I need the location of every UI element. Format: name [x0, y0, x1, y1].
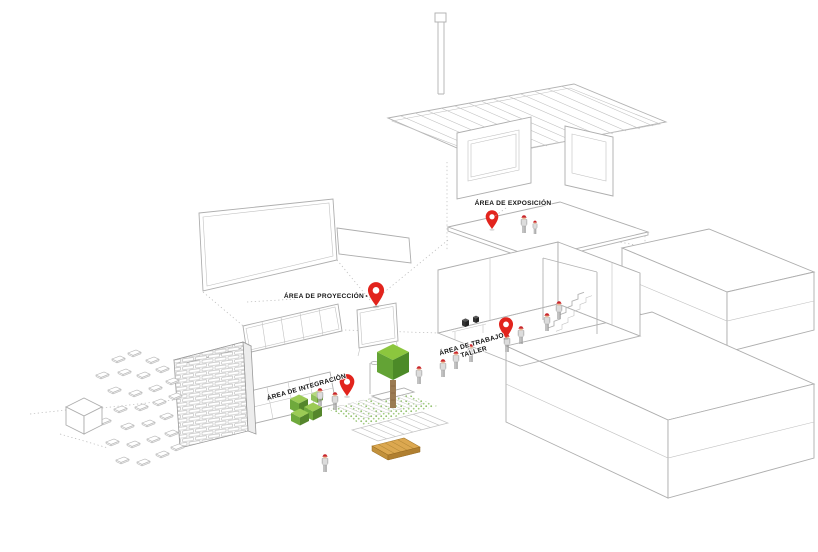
green-boxes: [290, 391, 323, 426]
label-area-proyeccion: ÁREA DE PROYECCIÓN: [284, 291, 364, 300]
frame-row: [242, 303, 343, 354]
street-lamp-icon: [369, 360, 379, 394]
billboard-panel: [198, 198, 412, 292]
work-tables: [451, 315, 487, 340]
person-icon: [517, 325, 525, 345]
staircase: [547, 291, 593, 332]
workshop-room: [436, 241, 642, 367]
label-area-exposicion: ÁREA DE EXPOSICIÓN: [475, 198, 552, 207]
person-icon: [415, 365, 423, 385]
monitor-icon: [473, 315, 479, 323]
scattered-bricks: [95, 349, 185, 467]
person-icon: [439, 358, 447, 378]
location-pin-icon: [367, 282, 385, 309]
antenna-pole: [434, 12, 447, 95]
brick-wall: [172, 341, 257, 449]
projection-screen: [356, 302, 399, 357]
monitor-icon: [462, 318, 469, 327]
person-icon: [452, 350, 460, 370]
boardwalk: [350, 411, 450, 442]
wood-pallet: [371, 437, 421, 461]
tree: [377, 344, 409, 408]
person-icon: [321, 453, 329, 473]
storage-cube: [64, 397, 104, 435]
building-volume-right-lower: [504, 311, 816, 499]
upper-walls: [456, 116, 614, 200]
person-icon: [543, 312, 551, 332]
building-volume-right-upper: [620, 228, 816, 353]
